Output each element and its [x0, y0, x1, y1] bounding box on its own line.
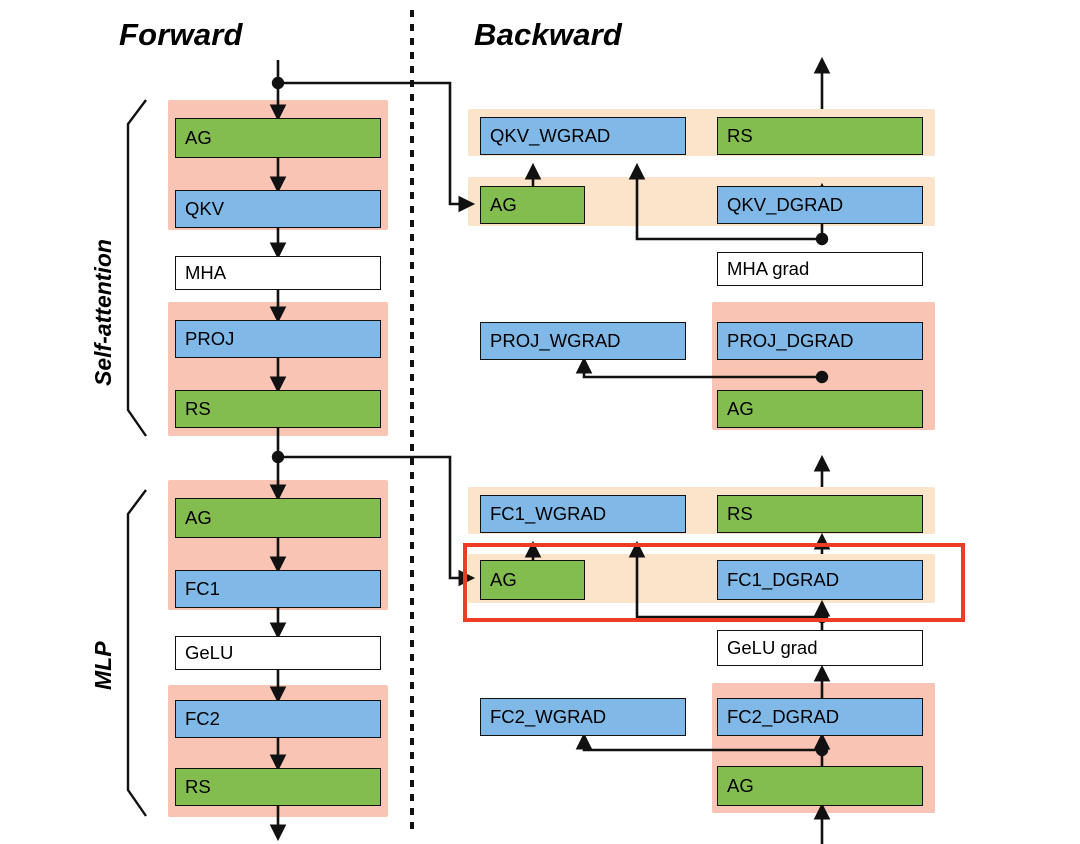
node-bwd-ag-2[interactable]: AG — [717, 390, 923, 428]
group-label-self-attention: Self-attention — [90, 239, 116, 386]
node-bwd-qkv-dgrad[interactable]: QKV_DGRAD — [717, 186, 923, 224]
highlight-box-fc1-dgrad-overlap — [463, 543, 965, 622]
node-fwd-fc2[interactable]: FC2 — [175, 700, 381, 738]
node-bwd-fc1-wgrad[interactable]: FC1_WGRAD — [480, 495, 686, 533]
node-bwd-rs-2[interactable]: RS — [717, 495, 923, 533]
node-bwd-proj-dgrad[interactable]: PROJ_DGRAD — [717, 322, 923, 360]
node-fwd-mha[interactable]: MHA — [175, 256, 381, 290]
header-forward: Forward — [119, 17, 243, 52]
header-backward: Backward — [474, 17, 623, 52]
node-bwd-proj-wgrad[interactable]: PROJ_WGRAD — [480, 322, 686, 360]
node-fwd-gelu[interactable]: GeLU — [175, 636, 381, 670]
node-bwd-ag-4[interactable]: AG — [717, 766, 923, 806]
node-bwd-fc2-wgrad[interactable]: FC2_WGRAD — [480, 698, 686, 736]
node-fwd-ag-1[interactable]: AG — [175, 118, 381, 158]
node-bwd-fc1-dgrad[interactable]: FC1_DGRAD — [717, 560, 923, 600]
node-bwd-rs-1[interactable]: RS — [717, 117, 923, 155]
node-fwd-proj[interactable]: PROJ — [175, 320, 381, 358]
node-bwd-ag-1[interactable]: AG — [480, 186, 585, 224]
node-fwd-qkv[interactable]: QKV — [175, 190, 381, 228]
node-fwd-ag-2[interactable]: AG — [175, 498, 381, 538]
node-bwd-fc2-dgrad[interactable]: FC2_DGRAD — [717, 698, 923, 736]
node-bwd-qkv-wgrad[interactable]: QKV_WGRAD — [480, 117, 686, 155]
group-brackets — [126, 99, 147, 817]
node-bwd-mha-grad[interactable]: MHA grad — [717, 252, 923, 286]
node-bwd-gelu-grad[interactable]: GeLU grad — [717, 630, 923, 666]
node-fwd-fc1[interactable]: FC1 — [175, 570, 381, 608]
node-fwd-rs-1[interactable]: RS — [175, 390, 381, 428]
group-label-mlp: MLP — [90, 641, 116, 690]
node-bwd-ag-3[interactable]: AG — [480, 560, 585, 600]
node-fwd-rs-2[interactable]: RS — [175, 768, 381, 806]
